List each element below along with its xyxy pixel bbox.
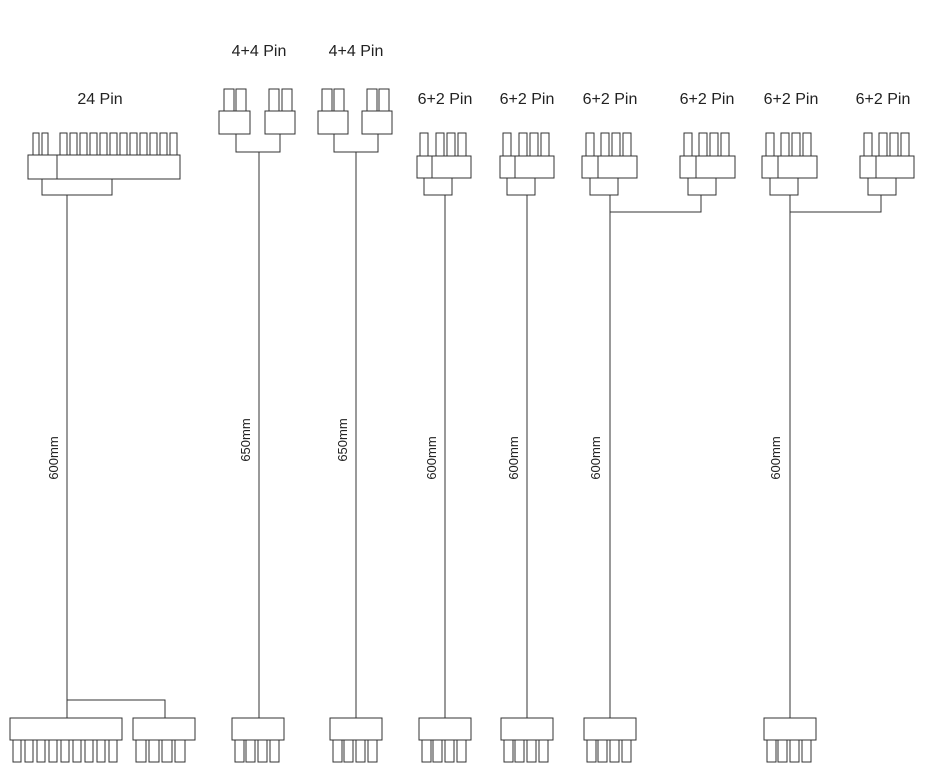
label-4-4-pin-2: 4+4 Pin	[329, 43, 384, 60]
label-6-2-pin-3a: 6+2 Pin	[583, 91, 638, 108]
label-24-pin: 24 Pin	[77, 91, 122, 108]
length-pcie-1: 600mm	[424, 436, 439, 479]
connector-pcie-2-top	[499, 132, 555, 179]
cable-24pin: 24 Pin 600mm	[9, 91, 196, 763]
connector-eps-1-top	[218, 88, 296, 135]
length-pcie-2: 600mm	[506, 436, 521, 479]
length-pcie-4: 600mm	[768, 436, 783, 479]
connector-pcie-2-bottom	[500, 717, 554, 763]
label-6-2-pin-1: 6+2 Pin	[418, 91, 473, 108]
connector-eps-1-bottom	[231, 717, 285, 763]
length-eps-2: 650mm	[335, 418, 350, 461]
length-pcie-3: 600mm	[588, 436, 603, 479]
label-6-2-pin-4a: 6+2 Pin	[764, 91, 819, 108]
connector-pcie-1-top	[416, 132, 472, 179]
connector-pcie-3b-top	[679, 132, 736, 179]
label-4-4-pin-1: 4+4 Pin	[232, 43, 287, 60]
connector-pcie-4a-top	[761, 132, 818, 179]
cable-pcie-3: 6+2 Pin 6+2 Pin 600mm	[581, 91, 736, 763]
label-6-2-pin-4b: 6+2 Pin	[856, 91, 911, 108]
connector-20pin-bottom	[9, 717, 123, 763]
cable-pcie-2: 6+2 Pin 600mm	[499, 91, 555, 763]
connector-eps-2-bottom	[329, 717, 383, 763]
length-24pin: 600mm	[46, 436, 61, 479]
connector-eps-2-top	[317, 88, 393, 135]
label-6-2-pin-3b: 6+2 Pin	[680, 91, 735, 108]
label-6-2-pin-2: 6+2 Pin	[500, 91, 555, 108]
connector-pcie-4b-top	[859, 132, 915, 179]
connector-24pin-top	[27, 132, 181, 180]
connector-4pin-bottom	[132, 717, 196, 763]
connector-pcie-1-bottom	[418, 717, 472, 763]
cable-eps-1: 4+4 Pin 650mm	[218, 43, 296, 763]
connector-pcie-3a-top	[581, 132, 638, 179]
connector-pcie-4-bottom	[763, 717, 817, 763]
connector-pcie-3-bottom	[583, 717, 637, 763]
cable-pcie-1: 6+2 Pin 600mm	[416, 91, 473, 763]
cable-eps-2: 4+4 Pin 650mm	[317, 43, 393, 763]
cable-pcie-4: 6+2 Pin 6+2 Pin 600mm	[761, 91, 915, 763]
length-eps-1: 650mm	[238, 418, 253, 461]
